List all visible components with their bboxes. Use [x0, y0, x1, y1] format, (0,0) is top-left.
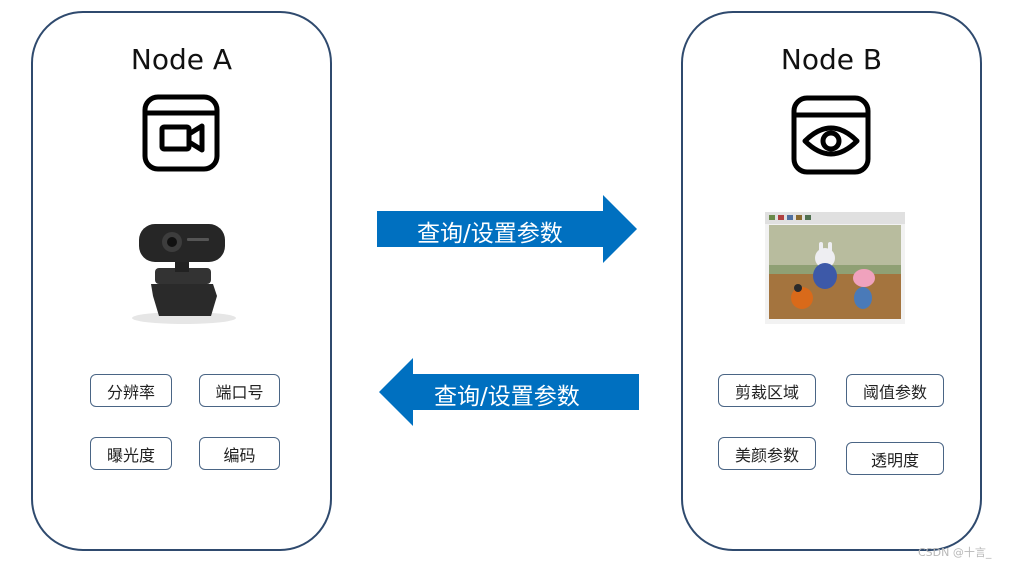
param-transparency: 透明度	[846, 442, 944, 475]
watermark: CSDN @十言_	[918, 546, 992, 559]
camera-preview-image	[765, 212, 905, 324]
param-crop-region: 剪裁区域	[718, 374, 816, 407]
arrow-a-to-b	[377, 195, 637, 263]
webcam-image	[132, 224, 236, 324]
arrow-a-to-b-label: 查询/设置参数	[417, 221, 563, 247]
arrow-b-to-a-label: 查询/设置参数	[434, 384, 580, 410]
node-b-box: Node B 剪裁区域 阈值参数 美颜参数 透明度	[681, 11, 982, 551]
param-threshold: 阈值参数	[846, 374, 944, 407]
node-a-box: Node A 分辨率 端口号 曝光度 编码	[31, 11, 332, 551]
eye-icon	[791, 95, 871, 175]
node-b-title: Node B	[780, 43, 883, 76]
arrow-b-to-a	[379, 358, 639, 426]
param-beauty: 美颜参数	[718, 437, 816, 470]
node-a-title: Node A	[130, 43, 233, 76]
param-exposure: 曝光度	[90, 437, 172, 470]
video-camera-icon	[142, 94, 220, 172]
param-encoding: 编码	[199, 437, 280, 470]
param-resolution: 分辨率	[90, 374, 172, 407]
param-port: 端口号	[199, 374, 280, 407]
